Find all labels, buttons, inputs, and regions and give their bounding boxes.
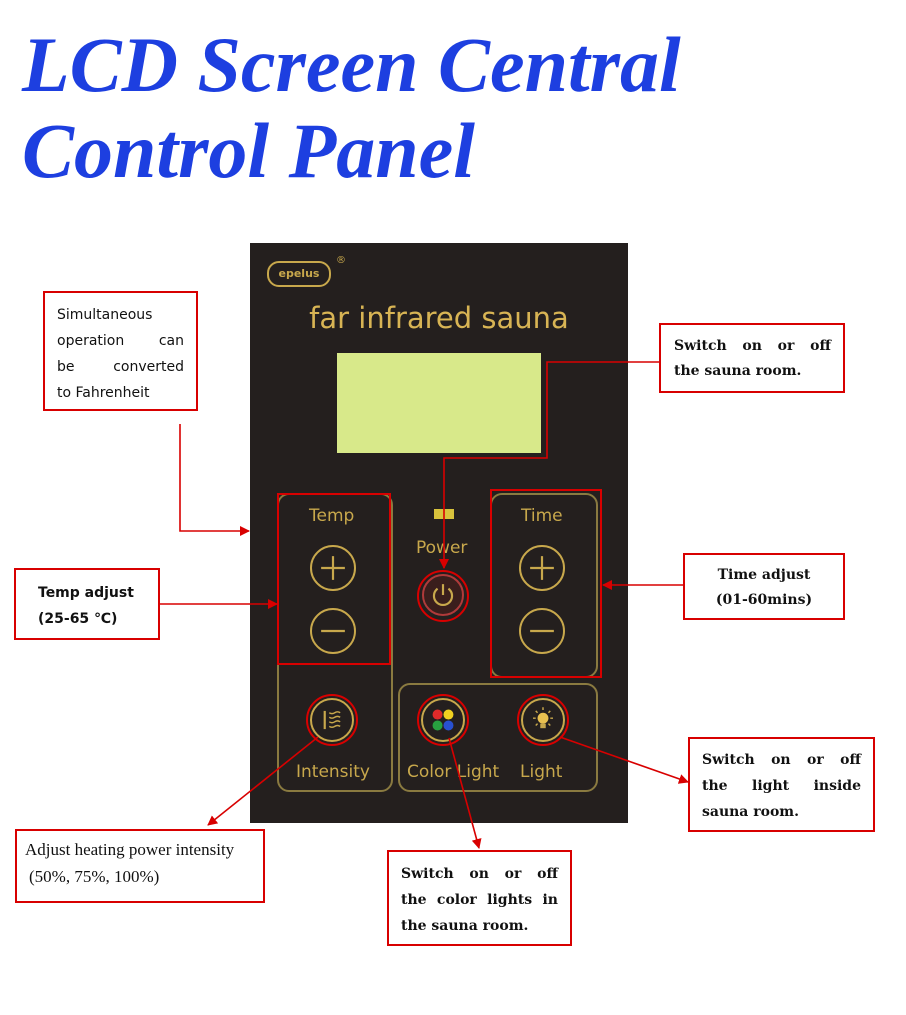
light-group	[398, 683, 598, 792]
minus-icon	[321, 629, 345, 633]
intensity-label: Intensity	[296, 762, 370, 782]
callout-line: the sauna room.	[401, 918, 529, 934]
callout-line: Time adjust	[717, 567, 811, 583]
callout-line: to Fahrenheit	[57, 385, 150, 401]
registered-mark: ®	[336, 255, 346, 266]
time-minus-button[interactable]	[519, 608, 565, 654]
panel-brand-title: far infrared sauna	[309, 301, 569, 335]
light-highlight-ring	[517, 694, 569, 746]
callout-line: be converted	[57, 359, 184, 375]
callout-fahrenheit: Simultaneous operation can be converted …	[43, 291, 198, 411]
callout-line: the color lights in	[401, 892, 558, 908]
color-light-highlight-ring	[417, 694, 469, 746]
callout-line: Switch on or off	[702, 752, 861, 768]
callout-power-switch: Switch on or off the sauna room.	[659, 323, 845, 393]
lcd-screen	[337, 353, 541, 453]
callout-line: the light inside	[702, 778, 861, 794]
callout-line: (50%, 75%, 100%)	[29, 867, 160, 886]
temp-minus-button[interactable]	[310, 608, 356, 654]
plus-icon	[530, 556, 554, 580]
callout-line: Temp adjust	[38, 585, 134, 601]
callout-color-light: Switch on or off the color lights in the…	[387, 850, 572, 946]
callout-time-adjust: Time adjust (01-60mins)	[683, 553, 845, 620]
time-label: Time	[521, 506, 563, 526]
temp-highlight-box	[277, 493, 391, 665]
callout-light-switch: Switch on or off the light inside sauna …	[688, 737, 875, 832]
callout-line: sauna room.	[702, 804, 799, 820]
callout-line: Simultaneous	[57, 307, 153, 323]
callout-line: the sauna room.	[674, 363, 802, 379]
temp-label: Temp	[309, 506, 355, 526]
sauna-control-panel: epelus ® far infrared sauna Temp Time Po…	[250, 243, 628, 823]
callout-line: Switch on or off	[401, 866, 558, 882]
callout-line: (25-65 ℃)	[38, 611, 118, 627]
intensity-highlight-ring	[306, 694, 358, 746]
minus-icon	[530, 629, 554, 633]
callout-line: Adjust heating power intensity	[25, 840, 235, 859]
temp-plus-button[interactable]	[310, 545, 356, 591]
brand-logo: epelus	[267, 261, 331, 287]
callout-temp-adjust: Temp adjust (25-65 ℃)	[14, 568, 160, 640]
light-label: Light	[520, 762, 563, 782]
time-highlight-box	[490, 489, 602, 678]
color-light-label: Color Light	[407, 762, 500, 782]
page-title-line-2: Control Panel	[22, 107, 475, 194]
callout-line: operation can	[57, 333, 184, 349]
callout-line: Switch on or off	[674, 338, 831, 354]
power-label: Power	[416, 538, 468, 558]
plus-icon	[321, 556, 345, 580]
callout-line: (01-60mins)	[715, 592, 813, 608]
callout-intensity: Adjust heating power intensity (50%, 75%…	[15, 829, 265, 903]
time-plus-button[interactable]	[519, 545, 565, 591]
power-highlight-ring	[417, 570, 469, 622]
page-title: LCD Screen Central	[22, 21, 681, 108]
